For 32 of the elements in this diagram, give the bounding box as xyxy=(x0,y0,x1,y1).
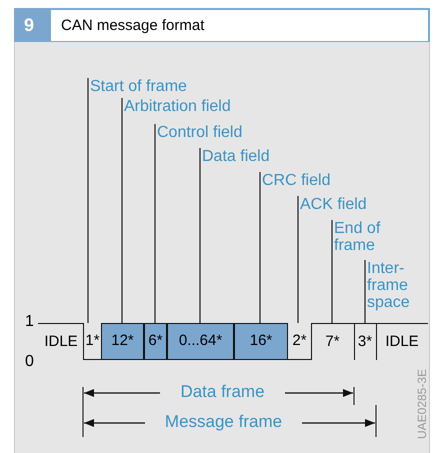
signal-segment: IDLE xyxy=(376,323,428,360)
field-label: End of frame xyxy=(332,220,392,254)
signal-segment: 3* xyxy=(354,323,377,360)
field-label: Arbitration field xyxy=(122,98,252,115)
leader-line xyxy=(297,196,299,323)
figure-number: 9 xyxy=(24,14,34,36)
bit-field-segment: 16* xyxy=(234,323,288,360)
field-label: Inter-frame space xyxy=(365,260,415,311)
dimension-label: Data frame xyxy=(179,382,266,402)
field-label: Start of frame xyxy=(88,78,208,95)
level-label: 1 xyxy=(25,313,34,331)
leader-line xyxy=(121,98,123,323)
leader-line xyxy=(331,220,333,323)
leader-line xyxy=(199,148,201,323)
signal-segment: 2* xyxy=(288,323,312,360)
signal-segment: IDLE xyxy=(38,323,84,360)
leader-line xyxy=(259,172,261,323)
leader-line xyxy=(364,260,366,323)
figure-code: UAE0285-3E xyxy=(415,368,429,442)
leader-line xyxy=(154,124,156,323)
field-label: Control field xyxy=(155,124,265,141)
bit-field-segment: 0...64* xyxy=(167,323,234,360)
signal-segment: 7* xyxy=(311,323,355,360)
bit-field-segment: 12* xyxy=(101,323,144,360)
field-label: Data field xyxy=(200,148,290,165)
leader-line xyxy=(87,78,89,323)
level-label: 0 xyxy=(25,353,34,371)
field-label: CRC field xyxy=(260,172,350,189)
title: CAN message format xyxy=(51,10,428,41)
bit-field-segment: 6* xyxy=(144,323,167,360)
field-label: ACK field xyxy=(298,196,388,213)
dimension-label: Message frame xyxy=(164,412,284,432)
